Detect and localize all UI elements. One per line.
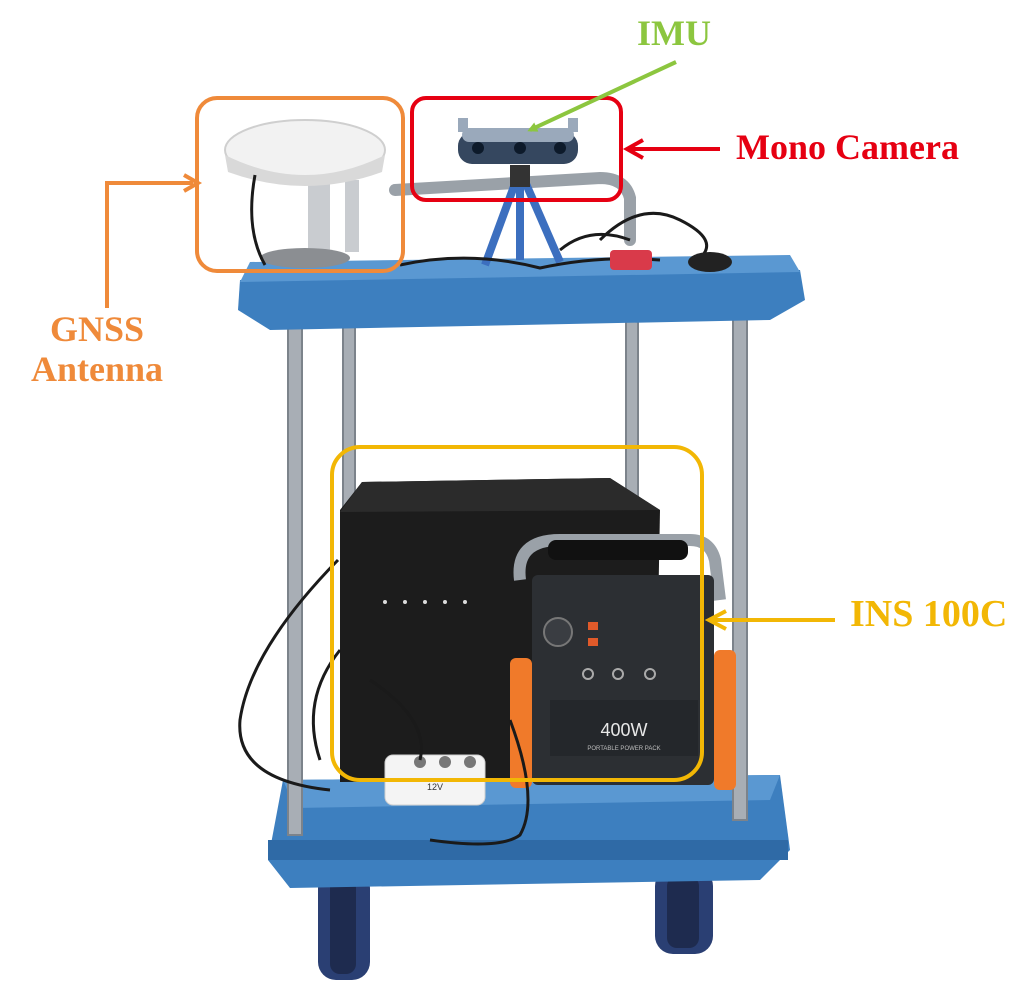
power-subtitle-text: PORTABLE POWER PACK — [587, 746, 660, 752]
camera-highlight-box — [410, 96, 623, 202]
power-pack — [510, 534, 736, 790]
cart-poles — [287, 314, 748, 836]
mono-camera-device — [458, 118, 578, 164]
red-module — [610, 250, 652, 270]
gnss-antenna-label: GNSS Antenna — [22, 309, 172, 389]
gnss-antenna — [224, 119, 386, 268]
cart-top-tray — [238, 255, 805, 330]
gnss-arrowhead — [183, 173, 203, 193]
camera-arrowhead — [622, 138, 644, 160]
ins-highlight-box — [330, 445, 704, 782]
imu-label: IMU — [637, 13, 711, 53]
imu-arrow — [527, 60, 677, 132]
adapter-text: 12V — [427, 782, 443, 792]
gnss-label-line2: Antenna — [30, 348, 164, 389]
ins-label: INS 100C — [850, 593, 1008, 635]
cables-bottom — [238, 558, 530, 846]
camera-tripod — [481, 165, 564, 267]
cart-wheels — [318, 868, 713, 980]
gnss-label-line1: GNSS — [49, 309, 145, 349]
black-puck — [688, 252, 732, 272]
gnss-arrow — [105, 181, 193, 308]
power-rating-text: 400W — [600, 720, 647, 740]
ins-arrowhead — [704, 609, 727, 631]
mono-camera-label: Mono Camera — [736, 127, 959, 167]
